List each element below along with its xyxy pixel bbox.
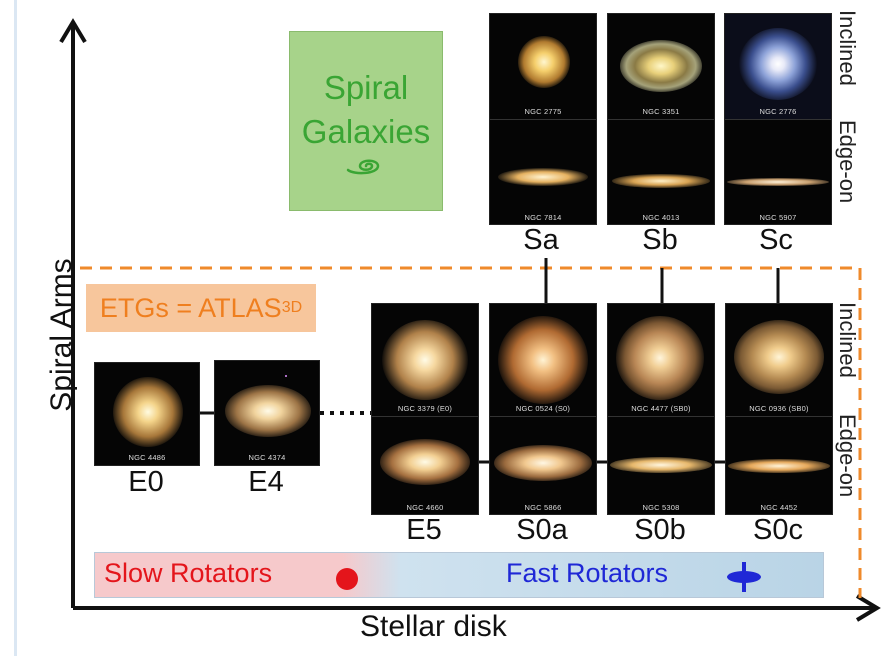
- class-label-s0b: S0b: [634, 514, 686, 546]
- sc-edgeon-image: NGC 5907: [725, 119, 831, 224]
- x-axis-title: Stellar disk: [360, 610, 507, 643]
- spiral-box-line2: Galaxies: [301, 113, 431, 150]
- view-label-inclined-bottom: Inclined: [835, 302, 860, 378]
- ngc-label: NGC 3351: [642, 107, 680, 116]
- sa-edgeon-image: NGC 7814: [490, 119, 596, 224]
- slow-rotator-dot-icon: [336, 568, 358, 590]
- e0-image: NGC 4486: [95, 363, 199, 465]
- ngc-label: NGC 4486: [128, 453, 166, 462]
- galaxy-panel-s0b: NGC 4477 (SB0) NGC 5308: [607, 303, 715, 515]
- view-label-inclined-top: Inclined: [835, 10, 860, 86]
- s0a-edgeon-image: NGC 5866: [490, 416, 596, 514]
- sb-inclined-image: NGC 3351: [608, 14, 714, 119]
- galaxy-panel-sa: NGC 2775 NGC 7814: [489, 13, 597, 225]
- ngc-label: NGC 4660: [406, 503, 444, 512]
- etg-region-dashed: [80, 266, 862, 598]
- view-label-edgeon-top: Edge-on: [835, 120, 860, 204]
- fast-rotators-label: Fast Rotators: [506, 558, 669, 588]
- ngc-label: NGC 0936 (SB0): [749, 404, 809, 413]
- s0c-edgeon-image: NGC 4452: [726, 416, 832, 514]
- ngc-label: NGC 5907: [759, 213, 797, 222]
- galaxy-panel-sc: NGC 2776 NGC 5907: [724, 13, 832, 225]
- class-label-e5: E5: [406, 514, 442, 546]
- class-label-sb: Sb: [642, 224, 678, 256]
- s0c-inclined-image: NGC 0936 (SB0): [726, 304, 832, 416]
- ngc-label: NGC 5866: [524, 503, 562, 512]
- ngc-label: NGC 4477 (SB0): [631, 404, 691, 413]
- x-axis-arrowhead: [855, 594, 881, 622]
- spiral-box-line1: Spiral: [323, 69, 409, 106]
- ngc-label: NGC 4374: [248, 453, 286, 462]
- y-axis-title: Spiral Arms: [45, 258, 78, 412]
- class-label-e4: E4: [248, 466, 284, 498]
- etg-label-superscript: 3D: [281, 299, 303, 316]
- sa-inclined-image: NGC 2775: [490, 14, 596, 119]
- y-axis-arrowhead: [59, 18, 87, 44]
- class-label-sa: Sa: [523, 224, 559, 256]
- sb-edgeon-image: NGC 4013: [608, 119, 714, 224]
- ngc-label: NGC 3379 (E0): [397, 404, 453, 413]
- ngc-label: NGC 0524 (S0): [515, 404, 571, 413]
- class-label-e0: E0: [128, 466, 164, 498]
- galaxy-panel-sb: NGC 3351 NGC 4013: [607, 13, 715, 225]
- e5-edgeon-image: NGC 4660: [372, 416, 478, 514]
- s0b-inclined-image: NGC 4477 (SB0): [608, 304, 714, 416]
- left-edge-stripe: [14, 0, 17, 656]
- ngc-label: NGC 2775: [524, 107, 562, 116]
- ngc-label: NGC 5308: [642, 503, 680, 512]
- slow-rotators-label: Slow Rotators: [104, 558, 273, 588]
- view-label-edgeon-bottom: Edge-on: [835, 414, 860, 498]
- class-label-s0a: S0a: [516, 514, 568, 546]
- e4-image: NGC 4374: [215, 361, 319, 465]
- class-label-s0c: S0c: [753, 514, 803, 546]
- etg-label-text: ETGs = ATLAS: [99, 292, 282, 323]
- fast-rotator-disk-icon: [727, 562, 761, 592]
- galaxy-panel-e4: NGC 4374: [214, 360, 320, 466]
- galaxy-panel-e5: NGC 3379 (E0) NGC 4660: [371, 303, 479, 515]
- galaxy-panel-s0c: NGC 0936 (SB0) NGC 4452: [725, 303, 833, 515]
- ngc-label: NGC 2776: [759, 107, 797, 116]
- galaxy-panel-e0: NGC 4486: [94, 362, 200, 466]
- class-label-sc: Sc: [759, 224, 793, 256]
- spiral-galaxies-box: Spiral Galaxies: [289, 31, 443, 211]
- spiral-icon: [346, 159, 380, 175]
- sc-inclined-image: NGC 2776: [725, 14, 831, 119]
- ngc-label: NGC 4452: [760, 503, 798, 512]
- ngc-label: NGC 4013: [642, 213, 680, 222]
- e5-inclined-image: NGC 3379 (E0): [372, 304, 478, 416]
- ngc-label: NGC 7814: [524, 213, 562, 222]
- galaxy-panel-s0a: NGC 0524 (S0) NGC 5866: [489, 303, 597, 515]
- s0a-inclined-image: NGC 0524 (S0): [490, 304, 596, 416]
- rotator-bar: [94, 552, 824, 598]
- s0b-edgeon-image: NGC 5308: [608, 416, 714, 514]
